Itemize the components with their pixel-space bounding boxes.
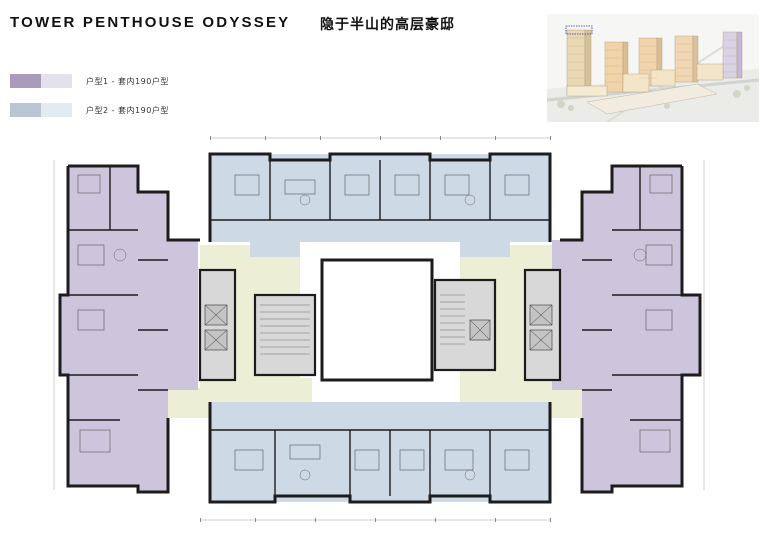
legend-swatch-unit1 <box>10 74 72 88</box>
legend-swatch-unit2 <box>10 103 72 117</box>
legend-label-unit1: 户型1 - 套内190户型 <box>86 76 169 86</box>
site-massing-image <box>547 14 759 122</box>
legend-item-unit2: 户型2 - 套内190户型 <box>10 102 169 118</box>
legend: 户型1 - 套内190户型 户型2 - 套内190户型 <box>10 73 169 131</box>
page-title: TOWER PENTHOUSE ODYSSEY <box>10 14 291 31</box>
floor-plan <box>53 136 705 522</box>
page-subtitle: 隐于半山的高层豪邸 <box>320 17 455 33</box>
legend-item-unit1: 户型1 - 套内190户型 <box>10 73 169 89</box>
legend-label-unit2: 户型2 - 套内190户型 <box>86 105 169 115</box>
